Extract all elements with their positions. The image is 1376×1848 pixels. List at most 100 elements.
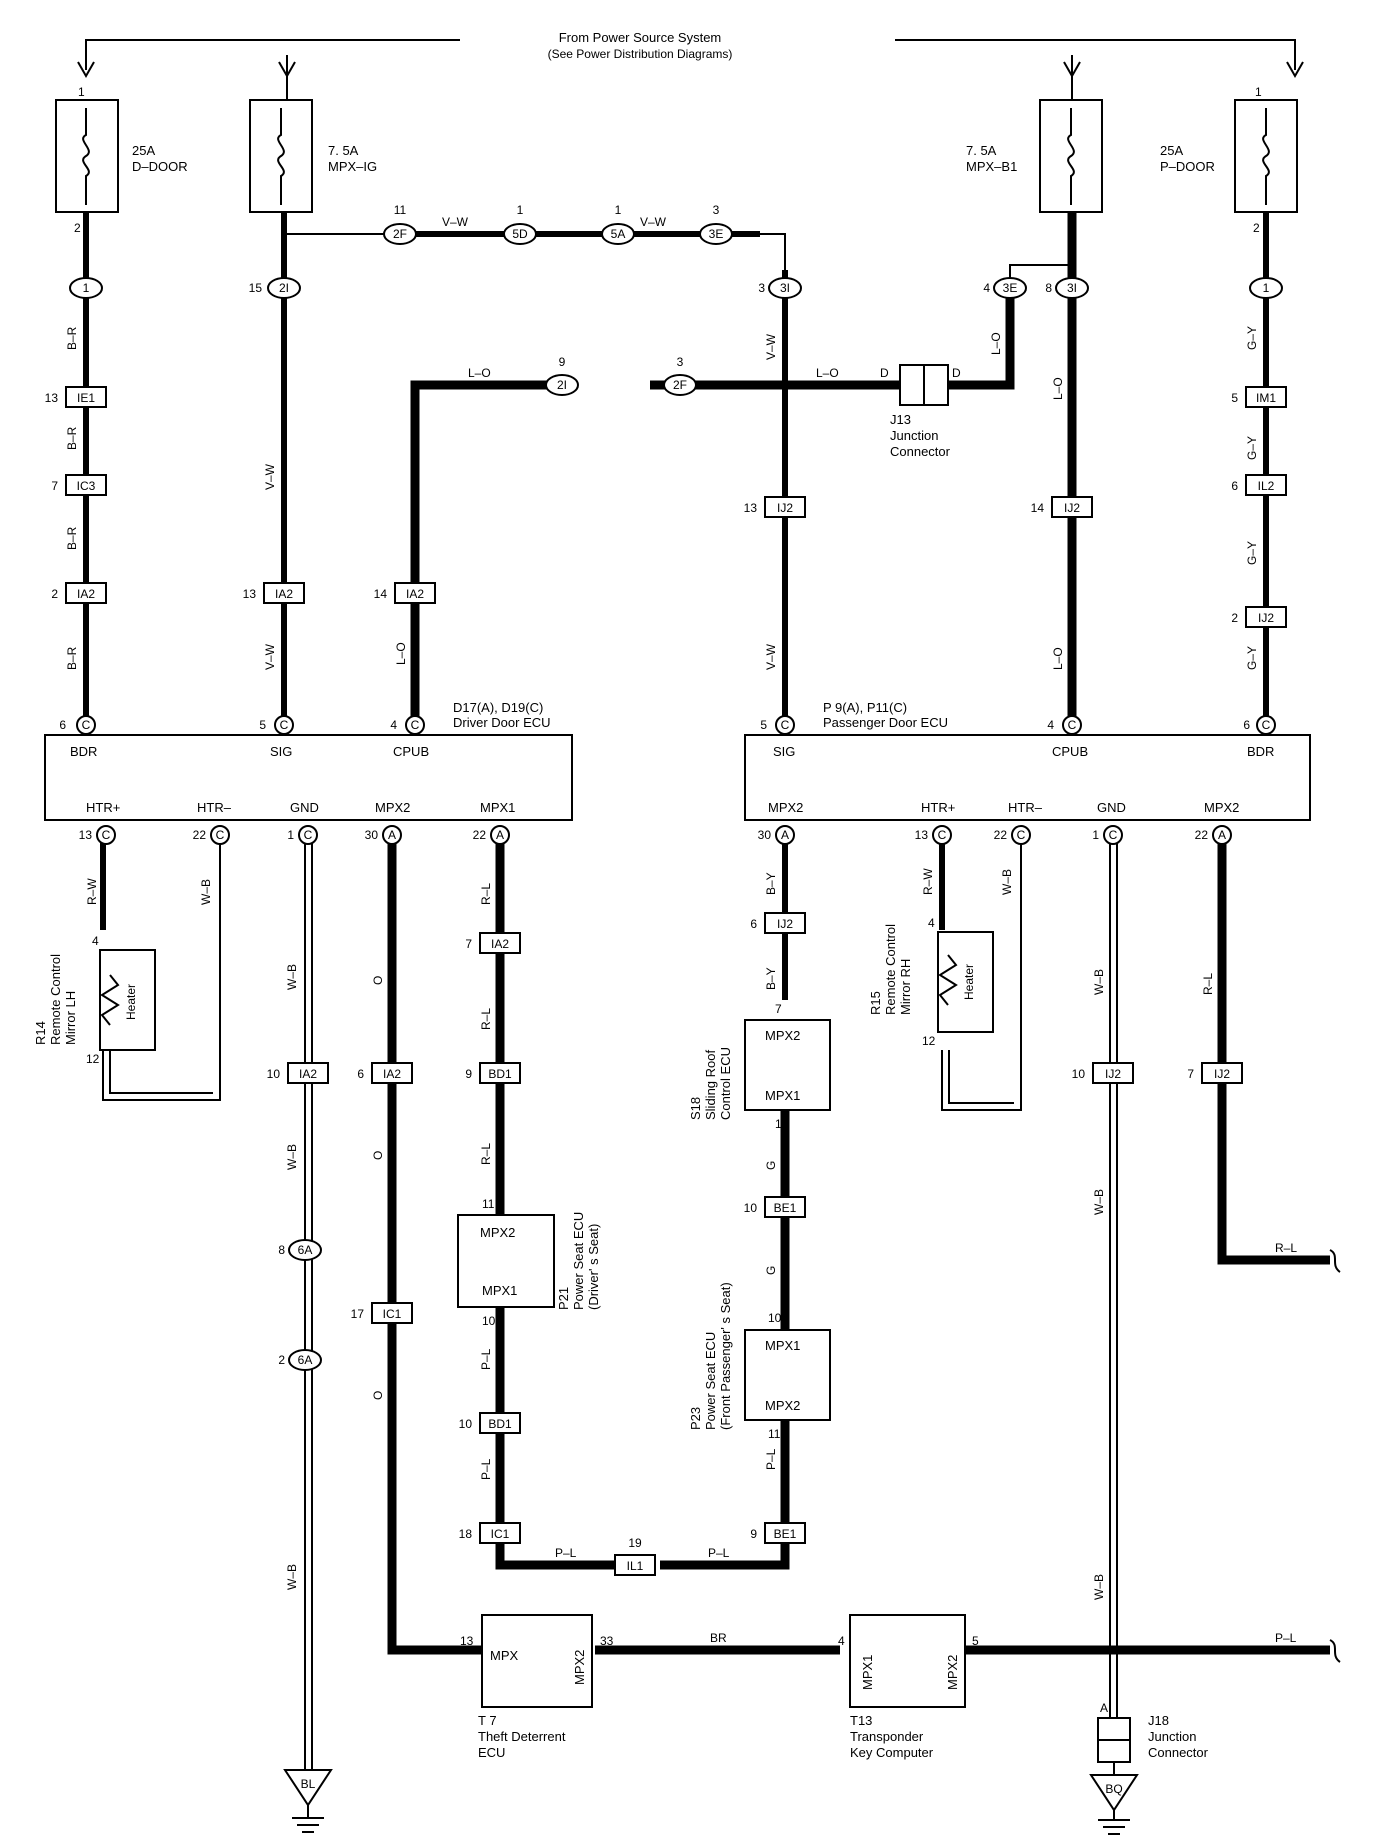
svg-text:B–R: B–R [65, 426, 79, 450]
svg-text:IJ2: IJ2 [777, 917, 793, 931]
svg-text:10: 10 [1072, 1067, 1086, 1081]
svg-text:6A: 6A [298, 1353, 313, 1367]
svg-text:IA2: IA2 [491, 937, 509, 951]
svg-text:IJ2: IJ2 [1214, 1067, 1230, 1081]
svg-text:25A: 25A [132, 143, 155, 158]
svg-text:4: 4 [390, 718, 397, 732]
svg-text:IA2: IA2 [299, 1067, 317, 1081]
svg-text:22: 22 [193, 828, 207, 842]
svg-text:MPX2: MPX2 [572, 1650, 587, 1685]
svg-text:12: 12 [86, 1052, 100, 1066]
svg-text:2: 2 [51, 587, 58, 601]
svg-text:1: 1 [615, 203, 622, 217]
theft-deterrent-ecu: MPX MPX2 13 33 T 7 Theft Deterrent ECU [460, 1614, 614, 1760]
svg-text:R–L: R–L [479, 1008, 493, 1030]
svg-text:10: 10 [482, 1314, 496, 1328]
svg-text:2I: 2I [557, 378, 567, 392]
svg-text:W–B: W–B [1092, 969, 1106, 995]
svg-text:A: A [1218, 828, 1226, 842]
svg-text:IJ2: IJ2 [777, 501, 793, 515]
svg-text:6: 6 [1243, 718, 1250, 732]
svg-text:10: 10 [768, 1311, 782, 1325]
svg-text:MPX–IG: MPX–IG [328, 159, 377, 174]
svg-text:C: C [216, 828, 225, 842]
svg-text:O: O [371, 1151, 385, 1160]
svg-text:MPX1: MPX1 [482, 1283, 517, 1298]
svg-text:HTR–: HTR– [197, 800, 232, 815]
svg-text:G: G [764, 1266, 778, 1275]
svg-text:MPX2: MPX2 [765, 1398, 800, 1413]
power-seat-ecu-driver: MPX2 MPX1 11 10 P21 Power Seat ECU (Driv… [457, 1197, 601, 1328]
svg-text:G–Y: G–Y [1245, 646, 1259, 670]
svg-text:25A: 25A [1160, 143, 1183, 158]
svg-text:8: 8 [1045, 281, 1052, 295]
svg-text:5: 5 [972, 1634, 979, 1648]
svg-text:P–L: P–L [1275, 1631, 1297, 1645]
svg-text:MPX1: MPX1 [860, 1655, 875, 1690]
svg-text:Transponder: Transponder [850, 1729, 924, 1744]
junction-j13: D D J13 Junction Connector [880, 364, 961, 459]
transponder-key-computer: MPX1 MPX2 4 5 T13 Transponder Key Comput… [838, 1614, 979, 1760]
svg-text:3I: 3I [780, 281, 790, 295]
svg-text:L–O: L–O [468, 366, 491, 380]
svg-text:3: 3 [758, 281, 765, 295]
svg-text:C: C [280, 718, 289, 732]
svg-text:G–Y: G–Y [1245, 436, 1259, 460]
svg-text:Theft Deterrent: Theft Deterrent [478, 1729, 566, 1744]
svg-text:22: 22 [994, 828, 1008, 842]
svg-text:C: C [304, 828, 313, 842]
arrow-icon [77, 61, 95, 79]
svg-text:T 7: T 7 [478, 1713, 497, 1728]
svg-text:4: 4 [983, 281, 990, 295]
svg-text:C: C [781, 718, 790, 732]
svg-text:3E: 3E [709, 227, 724, 241]
svg-text:SIG: SIG [270, 744, 292, 759]
arrow-icon [1286, 61, 1304, 79]
svg-text:MPX2: MPX2 [765, 1028, 800, 1043]
svg-text:3E: 3E [1003, 281, 1018, 295]
header-line2: (See Power Distribution Diagrams) [548, 47, 733, 61]
svg-text:R15: R15 [868, 991, 883, 1015]
svg-text:C: C [938, 828, 947, 842]
svg-text:IJ2: IJ2 [1105, 1067, 1121, 1081]
svg-text:P23: P23 [688, 1407, 703, 1430]
svg-text:G–Y: G–Y [1245, 541, 1259, 565]
svg-text:P–DOOR: P–DOOR [1160, 159, 1215, 174]
svg-text:D–DOOR: D–DOOR [132, 159, 188, 174]
svg-text:7. 5A: 7. 5A [328, 143, 359, 158]
svg-text:V–W: V–W [640, 215, 667, 229]
svg-text:HTR+: HTR+ [86, 800, 120, 815]
svg-text:30: 30 [758, 828, 772, 842]
svg-text:1: 1 [1255, 85, 1262, 99]
svg-text:B–R: B–R [65, 326, 79, 350]
svg-text:C: C [411, 718, 420, 732]
svg-text:BE1: BE1 [774, 1527, 797, 1541]
svg-text:2F: 2F [673, 378, 687, 392]
svg-text:B–R: B–R [65, 526, 79, 550]
svg-text:2: 2 [1231, 611, 1238, 625]
driver-door-ecu: D17(A), D19(C) Driver Door ECU BDR SIG C… [44, 700, 573, 821]
svg-text:14: 14 [374, 587, 388, 601]
svg-text:C: C [1262, 718, 1271, 732]
power-feed-left [85, 39, 460, 70]
svg-text:R–L: R–L [1275, 1241, 1297, 1255]
svg-text:MPX: MPX [490, 1648, 519, 1663]
svg-text:P–L: P–L [479, 1458, 493, 1480]
svg-text:7. 5A: 7. 5A [966, 143, 997, 158]
svg-text:3: 3 [677, 355, 684, 369]
svg-text:V–W: V–W [442, 215, 469, 229]
svg-text:2: 2 [1253, 221, 1260, 235]
svg-text:22: 22 [473, 828, 487, 842]
svg-text:J13: J13 [890, 412, 911, 427]
ecu-pins: C6 C5 C4 C13 C22 C1 A30 A22 C5 C4 C6 A30… [59, 715, 1276, 845]
svg-text:7: 7 [775, 1002, 782, 1016]
svg-text:BQ: BQ [1105, 1782, 1122, 1796]
svg-text:GND: GND [290, 800, 319, 815]
svg-text:IA2: IA2 [275, 587, 293, 601]
svg-text:11: 11 [768, 1427, 781, 1441]
svg-text:13: 13 [744, 501, 758, 515]
svg-text:Driver Door ECU: Driver Door ECU [453, 715, 551, 730]
svg-text:A: A [781, 828, 789, 842]
svg-text:GND: GND [1097, 800, 1126, 815]
svg-text:C: C [102, 828, 111, 842]
